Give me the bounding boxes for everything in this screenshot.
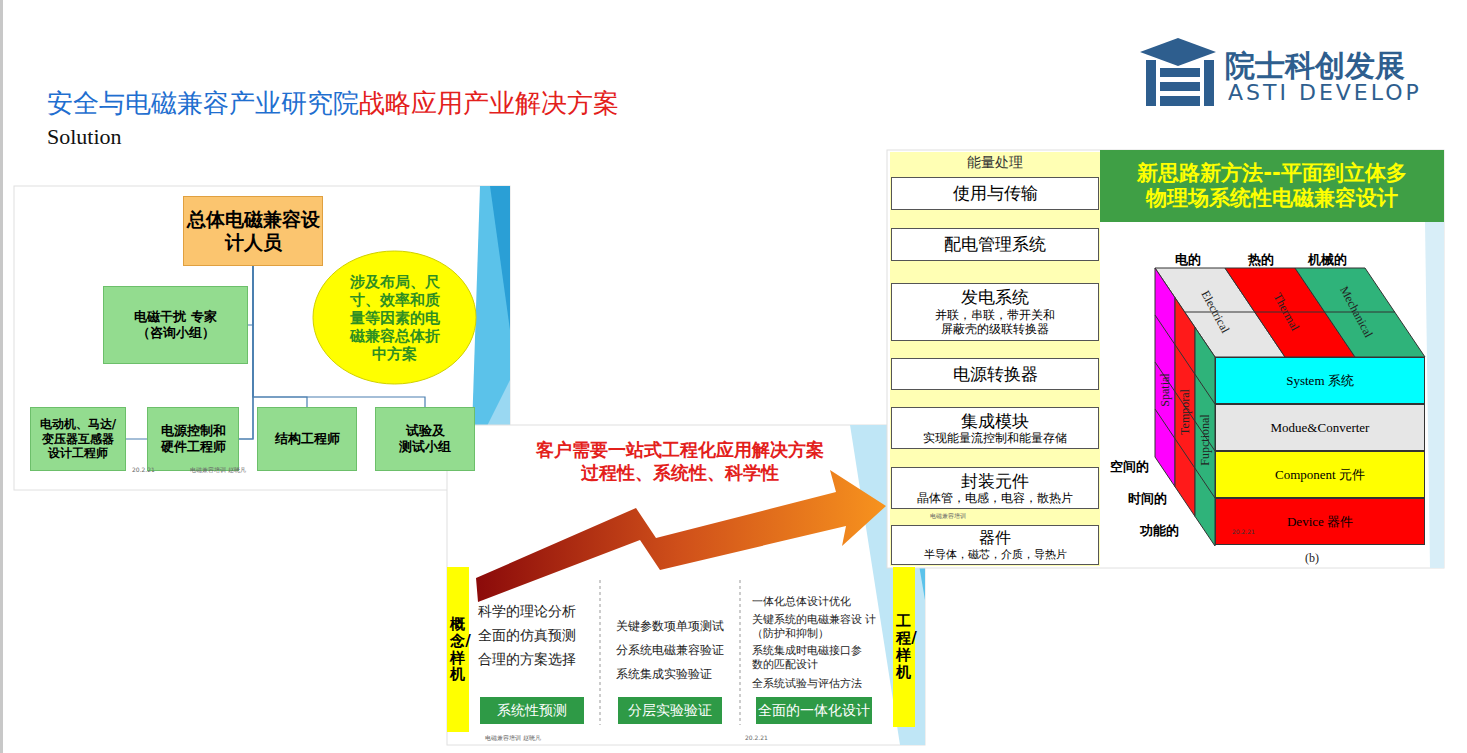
node-text: Device 器件 [1287, 514, 1353, 530]
layer-box: 封装元件晶体管，电感，电容，散热片 [891, 467, 1099, 509]
node-text: 发电系统 [961, 287, 1029, 307]
node-text: System 系统 [1286, 373, 1354, 389]
axis-label: 时间的 [1128, 490, 1167, 508]
node-text: 工程/样机 [896, 613, 911, 681]
method-line: 系统集成时电磁接口参 数的匹配设计 [752, 643, 882, 672]
method-line: 一体化总体设计优化 [752, 594, 851, 609]
slide-title-accent: 战略应用产业解决方案 [359, 86, 619, 121]
method-line: 全系统试验与评估方法 [752, 676, 862, 691]
footer-note: 20.2.21 [1232, 528, 1255, 535]
layer-box: 器件半导体，磁芯，介质，导热片 [891, 525, 1099, 565]
team-box: 电源控制和 硬件工程师 [147, 407, 239, 471]
lead-box: 总体电磁兼容设 计人员 [183, 196, 323, 266]
cube-illustration [1155, 268, 1425, 546]
node-text: 器件 [979, 528, 1011, 547]
step-button: 分层实验验证 [618, 697, 722, 724]
footer-note: 电磁兼容培训 赵晓凡 [190, 466, 246, 475]
footer-note: 20.2.21 [745, 734, 768, 741]
node-subtext: 实现能量流控制和能量存储 [923, 431, 1067, 445]
layer-box: 集成模块实现能量流控制和能量存储 [891, 407, 1099, 449]
team-box: 试验及 测试小组 [375, 407, 475, 471]
node-text: 配电管理系统 [944, 234, 1046, 254]
connector-line [248, 266, 253, 325]
node-text: 全面的一体化设计 [758, 702, 870, 719]
node-text: 总体电磁兼容设 计人员 [187, 208, 320, 254]
method-line: 合理的方案选择 [478, 651, 576, 669]
node-text: Modue&Converter [1271, 420, 1370, 436]
note-ellipse: 涉及布局、尺 寸、效率和质 量等因素的电 磁兼容总体折 中方案 [312, 250, 477, 385]
page-edge [0, 0, 3, 753]
axis-label: 空间的 [1110, 458, 1149, 476]
logo-text: ASTI DEVELOP [1228, 80, 1422, 105]
team-box: 电动机、马达/ 变压器互感器 设计工程师 [30, 407, 126, 471]
node-text: 电源控制和 硬件工程师 [152, 423, 234, 454]
axis-label: 功能的 [1140, 522, 1179, 540]
logo-icon [1140, 38, 1216, 106]
node-text: 能量处理 [967, 154, 1023, 171]
step-button: 全面的一体化设计 [756, 697, 872, 724]
slide-title: 安全与电磁兼容产业研究院 [47, 86, 359, 121]
process-arrow [476, 470, 886, 602]
layer-box: 电源转换器 [891, 358, 1099, 390]
cube-row: Modue&Converter [1215, 404, 1425, 451]
node-text: 电源转换器 [953, 364, 1038, 384]
title-row: 安全与电磁兼容产业研究院战略应用产业解决方案 [47, 86, 619, 121]
face-label: Fupctional [1198, 414, 1213, 465]
node-text: 使用与传输 [953, 183, 1038, 203]
team-box: 结构工程师 [257, 407, 357, 471]
node-text: 概念/样机 [450, 616, 465, 684]
method-line: 科学的理论分析 [478, 603, 576, 621]
energy-panel: 能量处理使用与传输配电管理系统发电系统并联，串联，带开关和 屏蔽壳的级联转换器电… [890, 152, 1100, 566]
ellipse-shape [313, 251, 476, 384]
node-text: 集成模块 [961, 411, 1029, 431]
node-text: 系统性预测 [497, 702, 567, 719]
layer-box: 配电管理系统 [891, 228, 1099, 261]
face-label: Spatial [1158, 373, 1173, 406]
stage-band: 概念/样机 [447, 567, 469, 732]
node-text: 分层实验验证 [628, 702, 712, 719]
axis-label: 机械的 [1308, 251, 1347, 269]
footer-note: 20.2.21 [132, 466, 155, 473]
node-subtext: 并联，串联，带开关和 屏蔽壳的级联转换器 [896, 308, 1094, 337]
expert-box: 电磁干扰 专家（咨询小组） [103, 286, 248, 364]
step-button: 系统性预测 [480, 697, 584, 724]
footer-note: 电磁兼容培训 赵晓凡 [485, 734, 541, 743]
layer-box: 发电系统并联，串联，带开关和 屏蔽壳的级联转换器 [891, 283, 1099, 341]
node-subtext: 半导体，磁芯，介质，导热片 [924, 548, 1067, 562]
method-line: 系统集成实验验证 [616, 666, 712, 683]
axis-label: 电的 [1175, 251, 1201, 269]
node-text: 电动机、马达/ 变压器互感器 设计工程师 [35, 417, 121, 460]
node-text: 试验及 测试小组 [380, 423, 470, 454]
slide-panel [14, 186, 510, 490]
node-text: 电磁干扰 专家（咨询小组） [108, 309, 243, 340]
node-text: 新思路新方法--平面到立体多 物理场系统性电磁兼容设计 [1104, 161, 1440, 211]
callout-text: 客户需要一站式工程化应用解决方案 过程性、系统性、科学性 [500, 438, 860, 485]
axis-label: 热的 [1248, 251, 1274, 269]
method-line: 关键参数项单项测试 [616, 618, 724, 635]
method-line: 全面的仿真预测 [478, 627, 576, 645]
subtitle: Solution [47, 124, 122, 150]
node-text: 涉及布局、尺 寸、效率和质 量等因素的电 磁兼容总体折 中方案 [332, 273, 457, 363]
method-line: 关键系统的电磁兼容设 计（防护和抑制） [752, 612, 882, 641]
cube-row: Component 元件 [1215, 451, 1425, 498]
headline-box: 新思路新方法--平面到立体多 物理场系统性电磁兼容设计 [1100, 150, 1444, 222]
slide-panel [887, 150, 1444, 568]
stage-band: 工程/样机 [893, 567, 915, 727]
connector-line [253, 266, 307, 407]
node-text: 封装元件 [961, 471, 1029, 491]
method-line: 分系统电磁兼容验证 [616, 642, 724, 659]
cube-row: System 系统 [1215, 357, 1425, 404]
node-subtext: 晶体管，电感，电容，散热片 [917, 491, 1073, 505]
node-text: 结构工程师 [275, 431, 340, 447]
layer-box: 使用与传输 [891, 177, 1099, 210]
node-text: Component 元件 [1275, 467, 1365, 483]
cube-row: Device 器件 [1215, 498, 1425, 545]
slide-panel [447, 425, 925, 745]
figure-label: (b) [1305, 551, 1319, 566]
face-label: Temporal [1178, 389, 1193, 435]
footer-note: 电磁兼容培训 [930, 512, 966, 521]
